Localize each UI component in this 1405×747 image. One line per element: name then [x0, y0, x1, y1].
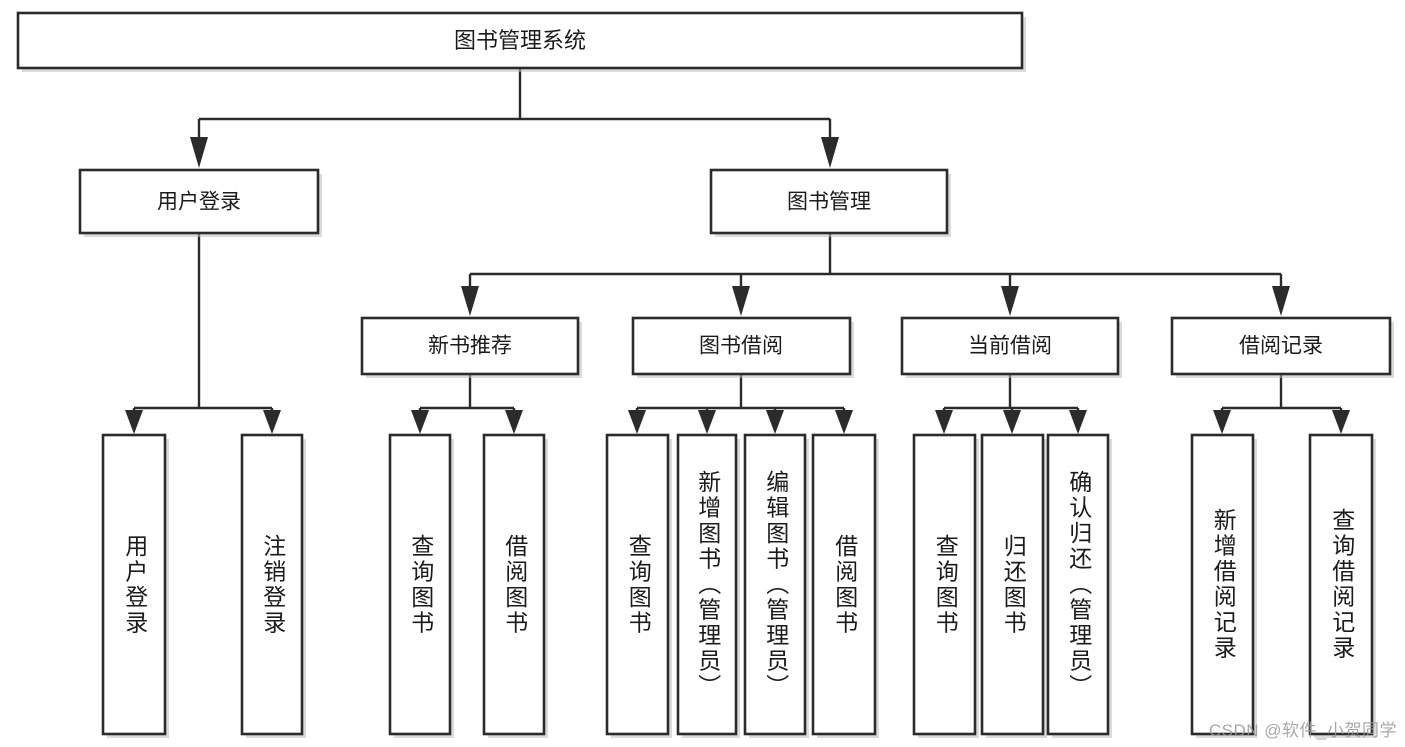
- node-root[interactable]: 图书管理系统: [16, 11, 1026, 72]
- arrow-head-leaf-user-login: [125, 410, 143, 434]
- arrow-head-leaf-query-book-1: [411, 410, 429, 434]
- arrow-head-leaf-add-book: [698, 410, 716, 434]
- leaf-add-record-box[interactable]: [1190, 433, 1255, 736]
- node-book-borrow-label: 图书借阅: [699, 335, 783, 358]
- node-borrow-record-label: 借阅记录: [1239, 335, 1323, 358]
- arrow-head-leaf-borrow-book-1: [505, 410, 523, 434]
- leaf-edit-book-box[interactable]: [743, 433, 807, 736]
- node-book-manage-box[interactable]: [709, 168, 949, 235]
- arrow-head-user-login: [190, 137, 208, 168]
- node-book-manage-label: 图书管理: [787, 191, 871, 214]
- arrow-head-leaf-add-record: [1213, 410, 1231, 434]
- node-user-login-label: 用户登录: [157, 191, 241, 214]
- arrow-head-leaf-edit-book: [766, 410, 784, 434]
- node-borrow-record-box[interactable]: [1170, 316, 1392, 376]
- node-current-borrow-label: 当前借阅: [968, 335, 1052, 358]
- leaf-borrow-book-2-box[interactable]: [811, 433, 877, 736]
- arrow-head-leaf-query-book-3: [935, 410, 953, 434]
- node-user-login-box[interactable]: [78, 168, 320, 235]
- node-user-login[interactable]: 用户登录: [78, 168, 322, 237]
- node-book-borrow-box[interactable]: [631, 316, 852, 376]
- leaf-query-book-1-box[interactable]: [388, 433, 452, 736]
- node-new-book-rec[interactable]: 新书推荐: [360, 316, 582, 378]
- arrow-head-borrow-record: [1272, 286, 1290, 316]
- leaf-user-logout-box[interactable]: [240, 433, 304, 736]
- leaf-borrow-book-1-box[interactable]: [482, 433, 546, 736]
- arrow-head-leaf-user-logout: [263, 410, 281, 434]
- leaf-add-book-box[interactable]: [676, 433, 738, 736]
- leaf-return-book-box[interactable]: [980, 433, 1045, 736]
- leaf-query-book-3-box[interactable]: [912, 433, 977, 736]
- node-new-book-rec-box[interactable]: [360, 316, 580, 376]
- node-current-borrow[interactable]: 当前借阅: [900, 316, 1122, 378]
- leaf-confirm-return-box[interactable]: [1046, 433, 1110, 736]
- arrow-head-leaf-confirm-return: [1069, 410, 1087, 434]
- arrow-head-new-book-rec: [461, 286, 479, 316]
- connector-layer: [125, 68, 1350, 434]
- arrow-head-leaf-query-record: [1332, 410, 1350, 434]
- arrow-head-book-borrow: [732, 286, 750, 316]
- node-current-borrow-box[interactable]: [900, 316, 1120, 376]
- node-book-borrow[interactable]: 图书借阅: [631, 316, 854, 378]
- leaf-query-book-2-box[interactable]: [605, 433, 670, 736]
- node-new-book-rec-label: 新书推荐: [428, 335, 512, 358]
- arrow-head-leaf-return-book: [1003, 410, 1021, 434]
- node-root-box[interactable]: [16, 11, 1024, 70]
- arrow-head-current-borrow: [1001, 286, 1019, 316]
- arrow-head-leaf-query-book-2: [628, 410, 646, 434]
- leaf-user-login-box[interactable]: [101, 433, 167, 736]
- watermark: CSDN @软件_小贺同学: [1208, 721, 1397, 740]
- arrow-head-book-manage: [821, 137, 839, 168]
- node-book-manage[interactable]: 图书管理: [709, 168, 951, 237]
- node-borrow-record[interactable]: 借阅记录: [1170, 316, 1394, 378]
- leaf-query-record-box[interactable]: [1308, 433, 1374, 736]
- node-root-label: 图书管理系统: [454, 28, 586, 53]
- arrow-head-leaf-borrow-book-2: [835, 410, 853, 434]
- leaf-box-layer: [101, 433, 1376, 738]
